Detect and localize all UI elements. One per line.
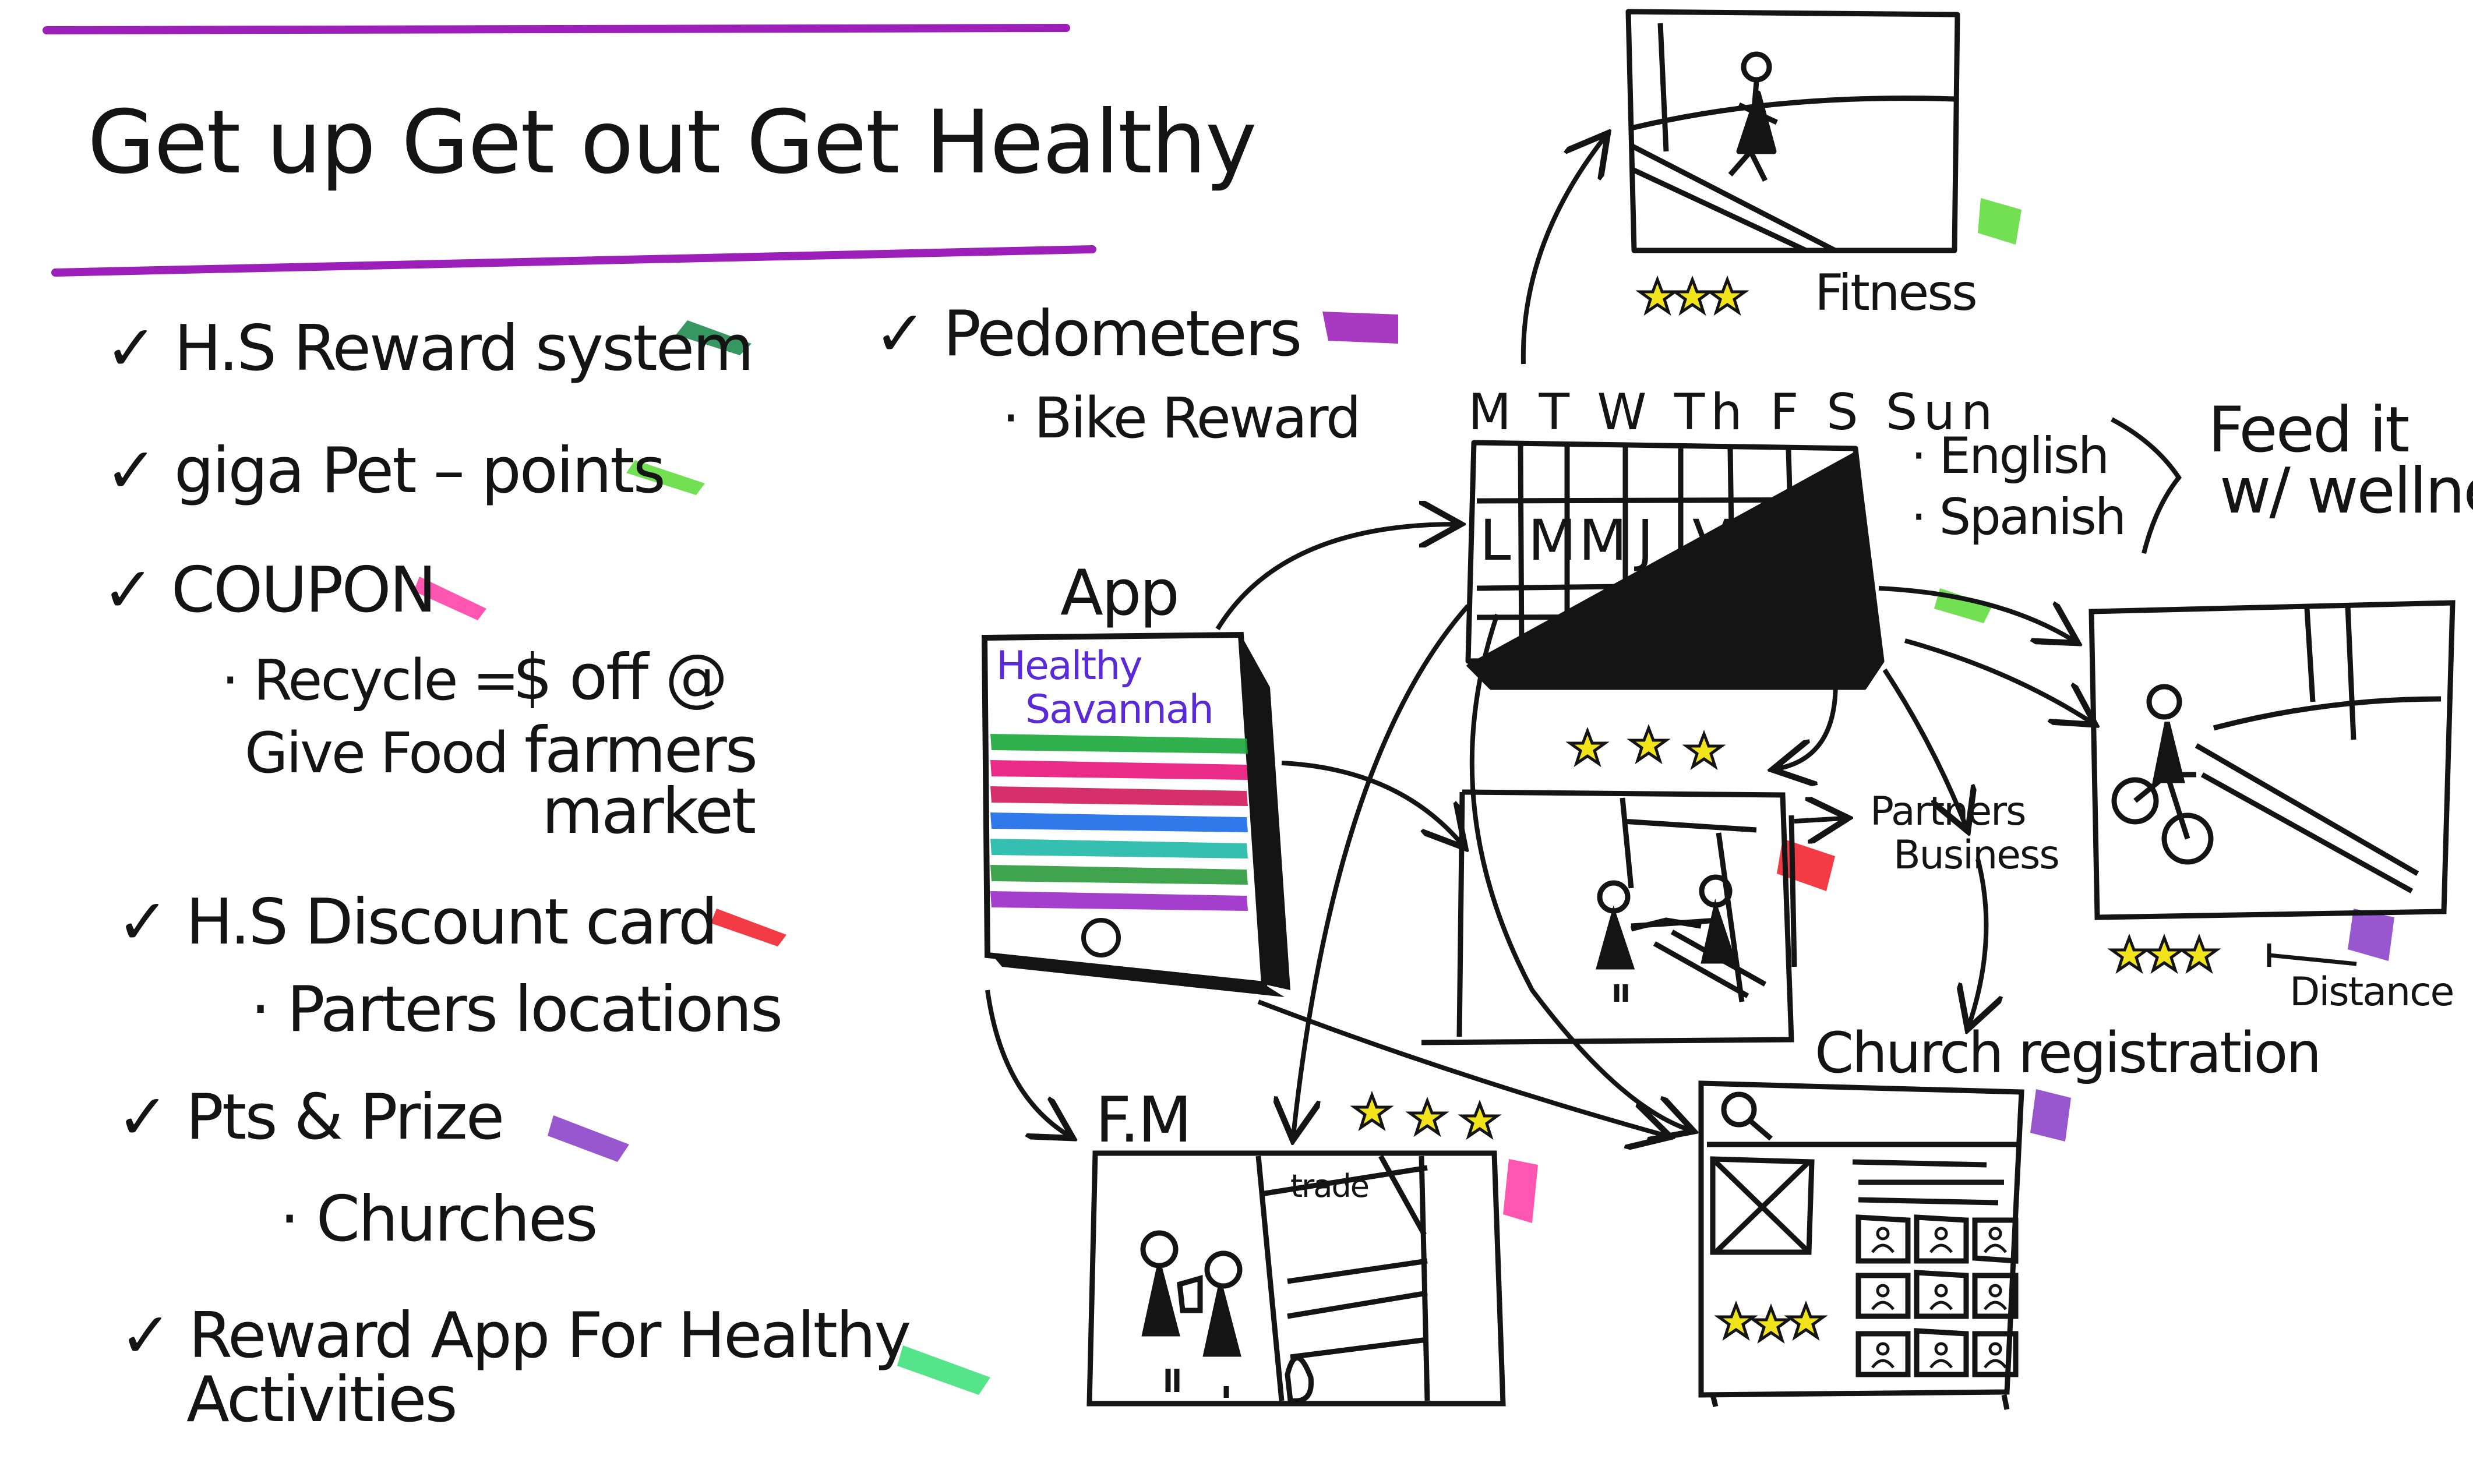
app-stripe-2: [990, 760, 1248, 780]
note-recycle: · Recycle =: [221, 648, 520, 713]
app-stripe-7: [990, 891, 1248, 911]
app-stripe-3: [990, 786, 1248, 806]
note-churches: · Churches: [280, 1183, 598, 1256]
checklist-item-reward-app: ✓ Reward App For Healthy: [119, 1299, 911, 1372]
app-screen-title-1: Healthy: [996, 643, 1143, 689]
calendar-day-4: J: [1637, 508, 1653, 573]
farmers-market-screen-sketch: [1086, 1150, 1506, 1407]
app-label: App: [1060, 557, 1180, 630]
checklist-item-points-prize: ✓ Pts & Prize: [117, 1081, 505, 1154]
calendar-day-5: V: [1692, 508, 1731, 573]
partners-label-2: Business: [1893, 832, 2060, 878]
calendar-day-2: M: [1528, 508, 1576, 573]
checklist-item-giga-pet: ✓ giga Pet – points: [105, 434, 666, 507]
note-activities: Activities: [186, 1363, 458, 1436]
language-spanish: · Spanish: [1911, 488, 2126, 546]
wellness-note: w/ wellness: [2220, 455, 2473, 528]
calendar-days: L M M J V S D: [1477, 513, 1879, 577]
church-registration-screen-sketch: [1698, 1080, 2024, 1410]
home-button-icon: [1081, 918, 1121, 957]
calendar-header: M T W Th F S Sun: [1468, 383, 1999, 441]
feed-it-note: Feed it: [2208, 394, 2410, 467]
language-english: · English: [1911, 427, 2109, 485]
app-stripe-6: [990, 865, 1248, 885]
distance-screen-sketch: [2089, 600, 2456, 920]
calendar-day-1: L: [1480, 508, 1511, 573]
note-give-food: Give Food: [245, 720, 509, 786]
app-stripe-4: [990, 812, 1248, 832]
fitness-screen-sketch: [1625, 9, 1960, 253]
app-screen-title-2: Savannah: [1025, 687, 1214, 733]
note-market: market: [542, 775, 756, 848]
checklist-item-coupon: ✓ COUPON: [102, 554, 436, 627]
app-stripes: [990, 734, 1248, 911]
checklist-item-reward-system: ✓ H.S Reward system: [105, 312, 754, 385]
calendar-day-3: M: [1579, 508, 1627, 573]
note-partners-locations: · Parters locations: [251, 973, 783, 1046]
bike-reward-note: · Bike Reward: [1002, 386, 1361, 451]
image-placeholder-icon: [1710, 1156, 1815, 1255]
search-icon: [1721, 1091, 1773, 1141]
bike-icon: [1713, 618, 1756, 653]
calendar-day-7: D: [1806, 508, 1849, 573]
app-stripe-5: [990, 839, 1248, 858]
pedometers-item: ✓ Pedometers: [874, 298, 1302, 370]
app-device-sketch: [981, 631, 1290, 997]
app-stripe-1: [990, 734, 1248, 754]
fitness-label: Fitness: [1815, 264, 1978, 322]
church-registration-label: Church registration: [1815, 1020, 2322, 1086]
calendar-device-sketch: [1465, 440, 1885, 690]
page-title: Get up Get out Get Healthy: [87, 92, 1257, 193]
farmers-market-label: F.M: [1095, 1084, 1192, 1157]
trade-sign-label: trade: [1290, 1168, 1370, 1204]
flow-arrows: [985, 137, 2091, 1136]
note-off-at: $ off @: [513, 641, 728, 714]
checklist-item-discount-card: ✓ H.S Discount card: [117, 886, 718, 959]
distance-label: Distance: [2289, 969, 2454, 1015]
note-farmers: farmers: [524, 714, 758, 787]
calendar-day-6: S: [1742, 508, 1777, 573]
partners-label-1: Partners: [1870, 789, 2027, 835]
